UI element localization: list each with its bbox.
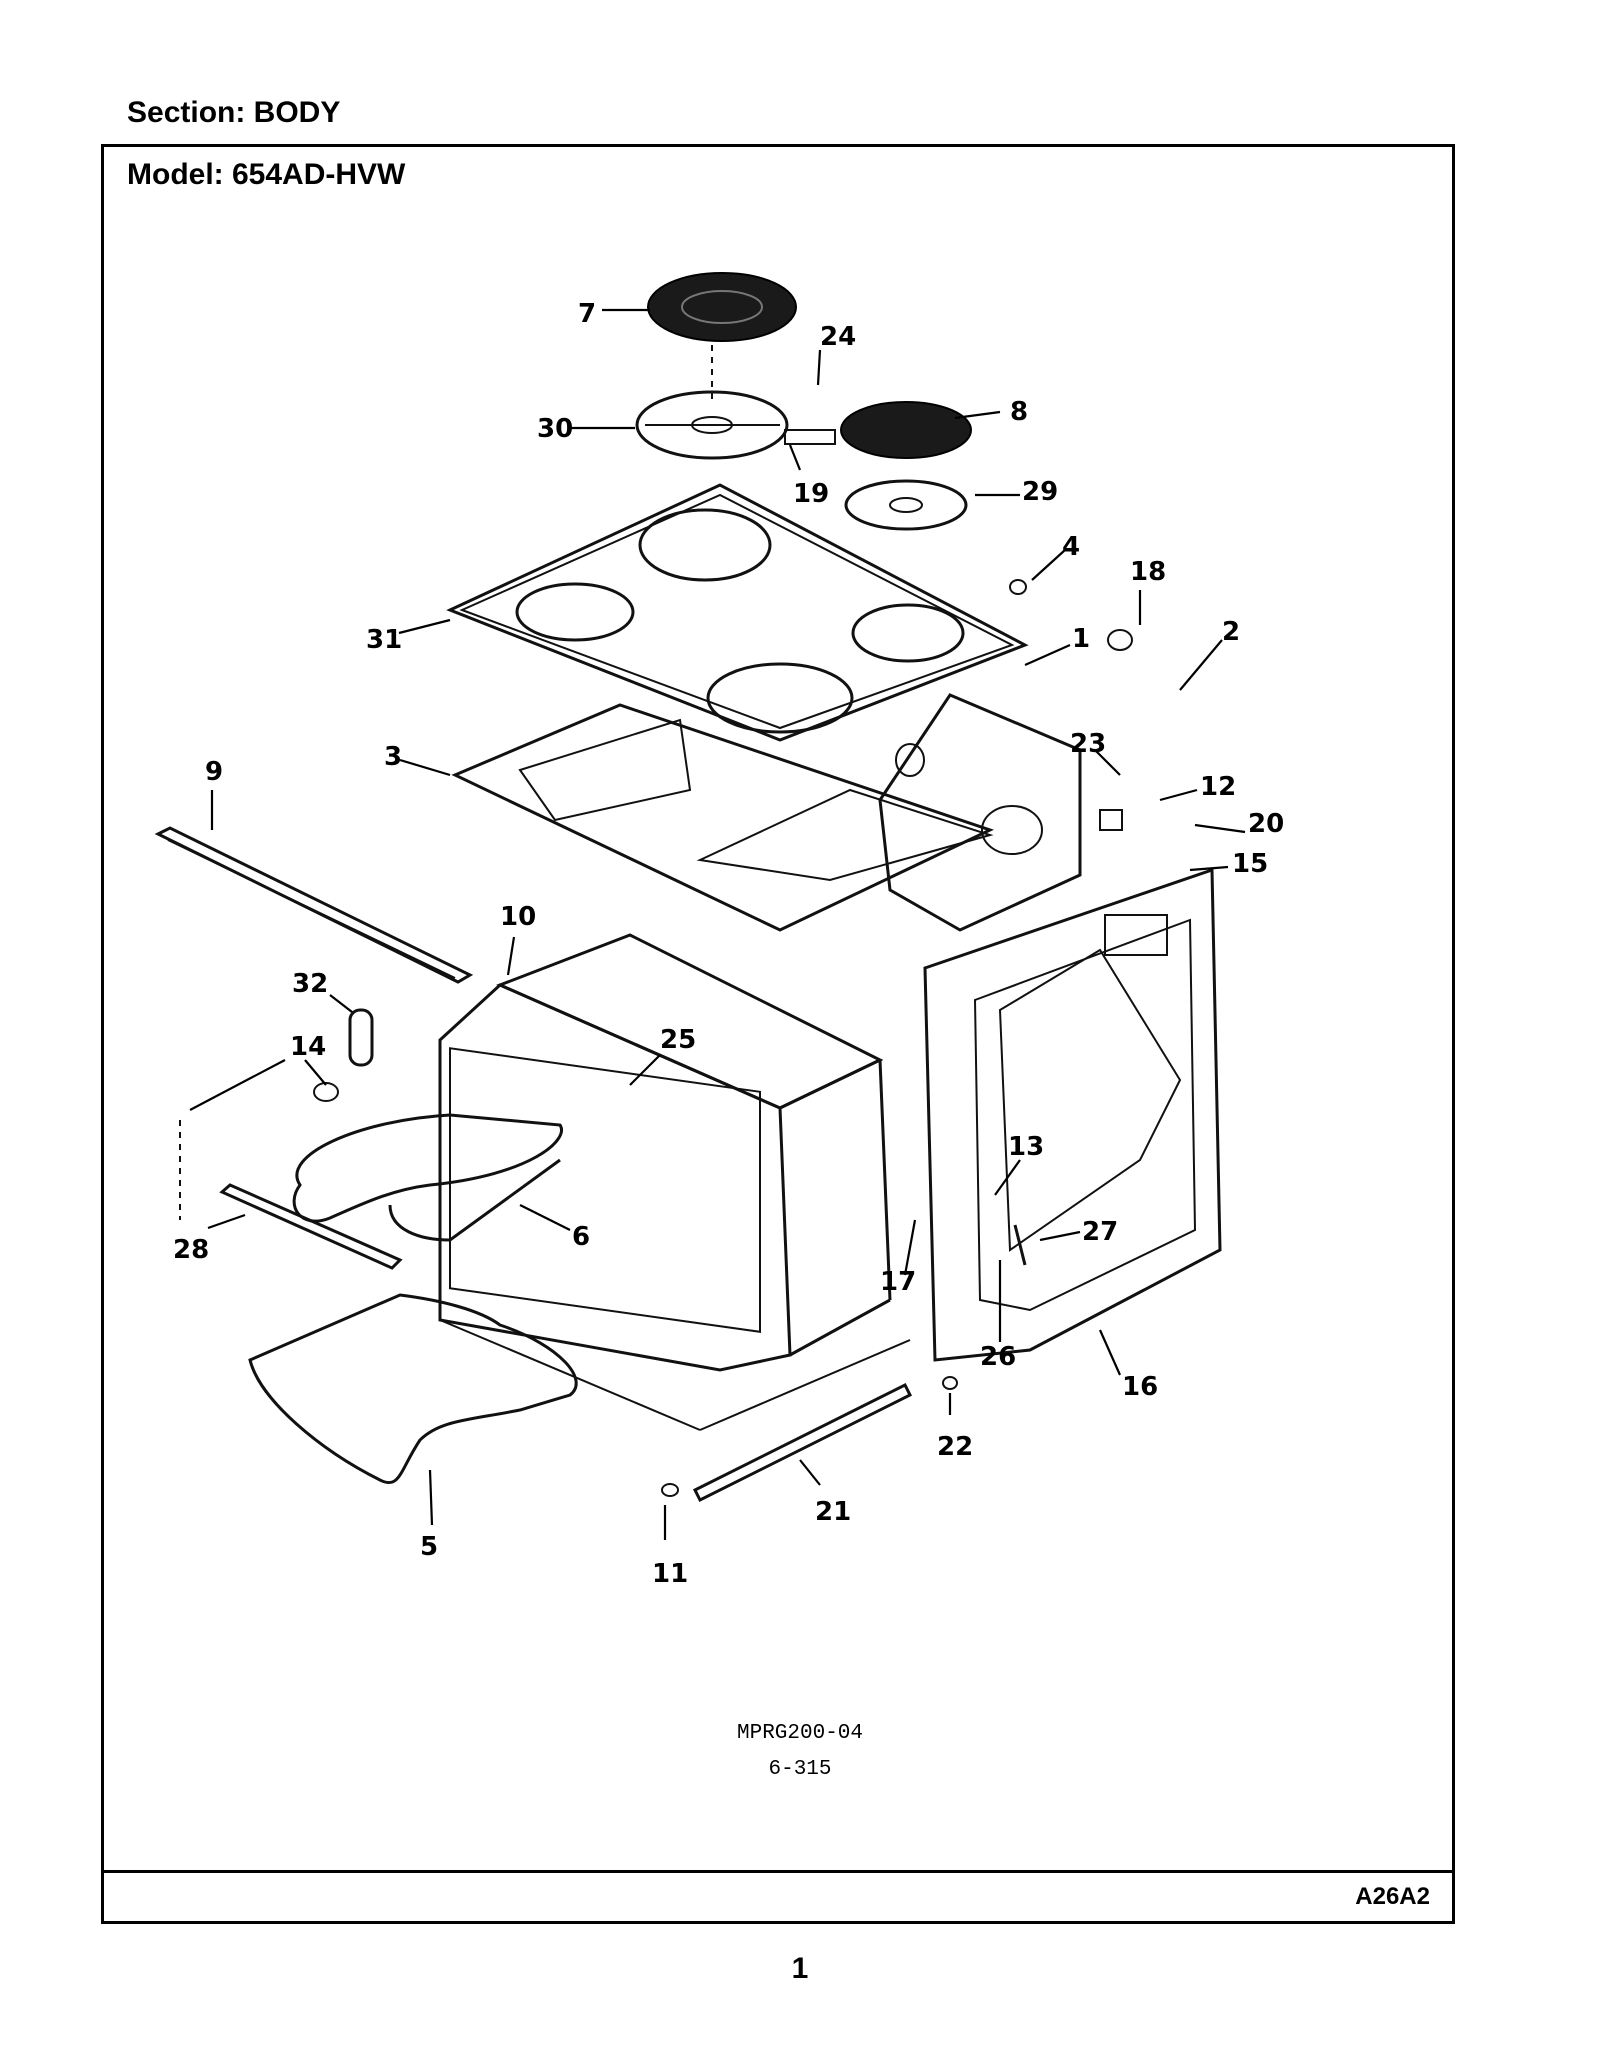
- callout-3: 3: [384, 742, 402, 772]
- callout-32: 32: [292, 969, 328, 999]
- callout-13: 13: [1008, 1132, 1044, 1162]
- surface-element-large: [647, 272, 797, 342]
- callout-8: 8: [1010, 397, 1028, 427]
- lower-trim: [219, 1183, 403, 1270]
- callout-9: 9: [205, 757, 223, 787]
- diagram-reference-code: MPRG200-04: [736, 1722, 864, 1745]
- leveling-leg: [942, 1376, 958, 1390]
- callout-2: 2: [1222, 617, 1240, 647]
- oven-cavity: [438, 933, 911, 1431]
- drip-bowl-small: [844, 479, 968, 531]
- footer-divider: [101, 1870, 1455, 1873]
- front-trim: [154, 826, 474, 984]
- callout-31: 31: [366, 625, 402, 655]
- callout-7: 7: [578, 299, 596, 329]
- callout-17: 17: [880, 1267, 916, 1297]
- callout-1: 1: [1072, 624, 1090, 654]
- callout-19: 19: [793, 479, 829, 509]
- callout-12: 12: [1200, 772, 1236, 802]
- callout-10: 10: [500, 902, 536, 932]
- rear-screw: [661, 1483, 679, 1497]
- callout-15: 15: [1232, 849, 1268, 879]
- callout-21: 21: [815, 1497, 851, 1527]
- bake-element: [292, 1113, 563, 1242]
- terminal-block-small: [1107, 629, 1133, 651]
- terminal-block: [784, 429, 836, 445]
- callout-18: 18: [1130, 557, 1166, 587]
- diagram-code: A26A2: [1355, 1883, 1430, 1910]
- callout-25: 25: [660, 1025, 696, 1055]
- main-top: [446, 483, 1029, 742]
- model-title: Model: 654AD-HVW: [127, 158, 406, 191]
- callout-labels: 7 24 8 30 19 29 4 18 31 1 2 3 23 9 12 20…: [173, 299, 1284, 1589]
- callout-23: 23: [1070, 729, 1106, 759]
- callout-26: 26: [980, 1342, 1016, 1372]
- surface-element-small: [840, 401, 972, 459]
- clip: [1009, 579, 1027, 595]
- bottom-rail: [692, 1382, 913, 1503]
- top-insulation: [451, 703, 994, 932]
- callout-14: 14: [290, 1032, 326, 1062]
- back-panel: [878, 693, 1082, 932]
- harness-clip: [1013, 1224, 1027, 1266]
- sensor: [348, 1008, 374, 1067]
- callout-30: 30: [537, 414, 573, 444]
- drip-bowl-large: [635, 390, 789, 460]
- callout-27: 27: [1082, 1217, 1118, 1247]
- page-number: 1: [791, 1952, 809, 1985]
- callout-16: 16: [1122, 1372, 1158, 1402]
- side-panel: [923, 867, 1222, 1362]
- callout-6: 6: [572, 1222, 590, 1252]
- bracket-clip: [313, 1082, 339, 1102]
- diagram-reference-number: 6-315: [768, 1758, 832, 1781]
- receptacle: [1099, 809, 1123, 831]
- broil-element: [248, 1293, 578, 1484]
- callout-24: 24: [820, 322, 856, 352]
- diagram-frame: [101, 144, 1455, 1924]
- callout-4: 4: [1062, 532, 1080, 562]
- callout-20: 20: [1248, 809, 1284, 839]
- callout-11: 11: [652, 1559, 688, 1589]
- callout-28: 28: [173, 1235, 209, 1265]
- wire-bracket: [1104, 914, 1168, 956]
- callout-5: 5: [420, 1532, 438, 1562]
- leader-lines: [179, 308, 1246, 1540]
- section-title: Section: BODY: [127, 96, 341, 129]
- callout-22: 22: [937, 1432, 973, 1462]
- callout-29: 29: [1022, 477, 1058, 507]
